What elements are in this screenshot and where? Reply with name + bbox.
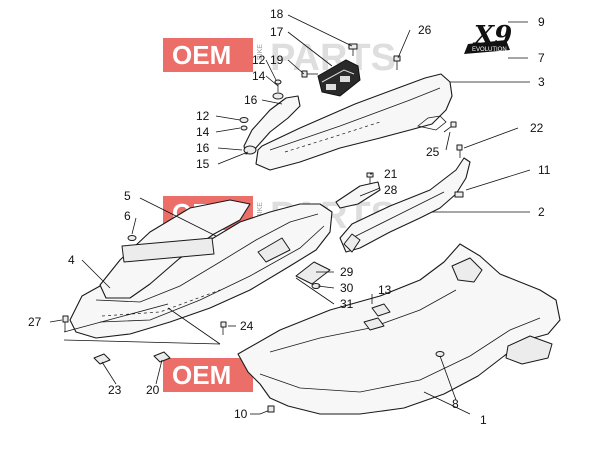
- screw-19: [301, 70, 318, 78]
- callout-8: 8: [452, 397, 459, 411]
- watermark-top: OEM BIKE PARTS: [163, 37, 396, 79]
- part-11-clip: [454, 191, 464, 198]
- callout-31: 31: [340, 297, 354, 311]
- callout-7: 7: [538, 51, 545, 65]
- callout-numbers: 18 17 26 9 12 14 19 7 16 3 12 14 16 15 2…: [28, 7, 551, 427]
- callout-14-upper: 14: [252, 69, 266, 83]
- watermark-box: [163, 358, 253, 392]
- callout-5: 5: [124, 189, 131, 203]
- part-3-tunnel-cover: [255, 73, 453, 171]
- clip-23: [93, 353, 111, 365]
- callout-27: 27: [28, 315, 42, 329]
- callout-18: 18: [270, 7, 284, 21]
- callout-13: 13: [378, 283, 392, 297]
- part-29-plate: [295, 261, 331, 289]
- callout-12-lower: 12: [196, 109, 210, 123]
- part-5-inner-plate: [99, 199, 251, 299]
- callout-17: 17: [270, 25, 284, 39]
- screw-22: [456, 144, 463, 158]
- watermark-box: [163, 38, 253, 72]
- callout-1: 1: [480, 413, 487, 427]
- callout-4: 4: [68, 253, 75, 267]
- callout-11: 11: [538, 163, 551, 177]
- part-1-floor-panel: [237, 243, 561, 415]
- part-17-bracket: [317, 59, 361, 97]
- screw-27: [62, 315, 69, 332]
- screw-18: [348, 43, 358, 56]
- callout-12-upper: 12: [252, 53, 266, 67]
- callout-24: 24: [240, 319, 254, 333]
- callout-6: 6: [124, 209, 131, 223]
- screw-10: [259, 405, 275, 415]
- watermark-bike: BIKE: [257, 202, 264, 218]
- callout-30: 30: [340, 281, 354, 295]
- clip-20: [153, 351, 171, 363]
- watermark-bike: BIKE: [257, 44, 264, 60]
- callout-10: 10: [234, 407, 248, 421]
- leader-lines: [49, 14, 531, 415]
- callout-16-upper: 16: [244, 93, 258, 107]
- watermark-oem: OEM: [172, 40, 231, 70]
- callout-22: 22: [530, 121, 544, 135]
- part-16-clip: [243, 92, 301, 155]
- callout-25: 25: [426, 145, 440, 159]
- logo-evolution: EVOLUTION: [472, 47, 507, 53]
- callout-14-lower: 14: [196, 125, 210, 139]
- callout-29: 29: [340, 265, 354, 279]
- watermark-oem: OEM: [172, 360, 231, 390]
- callout-19: 19: [270, 53, 284, 67]
- part-28-tab: [335, 172, 381, 209]
- callout-21: 21: [384, 167, 398, 181]
- screw-25: [443, 121, 457, 133]
- callout-2: 2: [538, 205, 545, 219]
- washer-12-14-lower: [239, 117, 249, 131]
- screw-26: [393, 55, 401, 70]
- callout-15: 15: [196, 157, 210, 171]
- x9-logo-decal: X9 EVOLUTION: [464, 21, 512, 54]
- logo-strip: [464, 40, 510, 54]
- callout-3: 3: [538, 75, 545, 89]
- callout-20: 20: [146, 383, 160, 397]
- callout-28: 28: [384, 183, 398, 197]
- part-2-lower-strip: [339, 157, 471, 253]
- callout-9: 9: [538, 15, 545, 29]
- screw-24: [220, 321, 227, 335]
- callout-16-lower: 16: [196, 141, 210, 155]
- callout-26: 26: [418, 23, 432, 37]
- washer-12-14-upper: [274, 79, 282, 92]
- callout-23: 23: [108, 383, 122, 397]
